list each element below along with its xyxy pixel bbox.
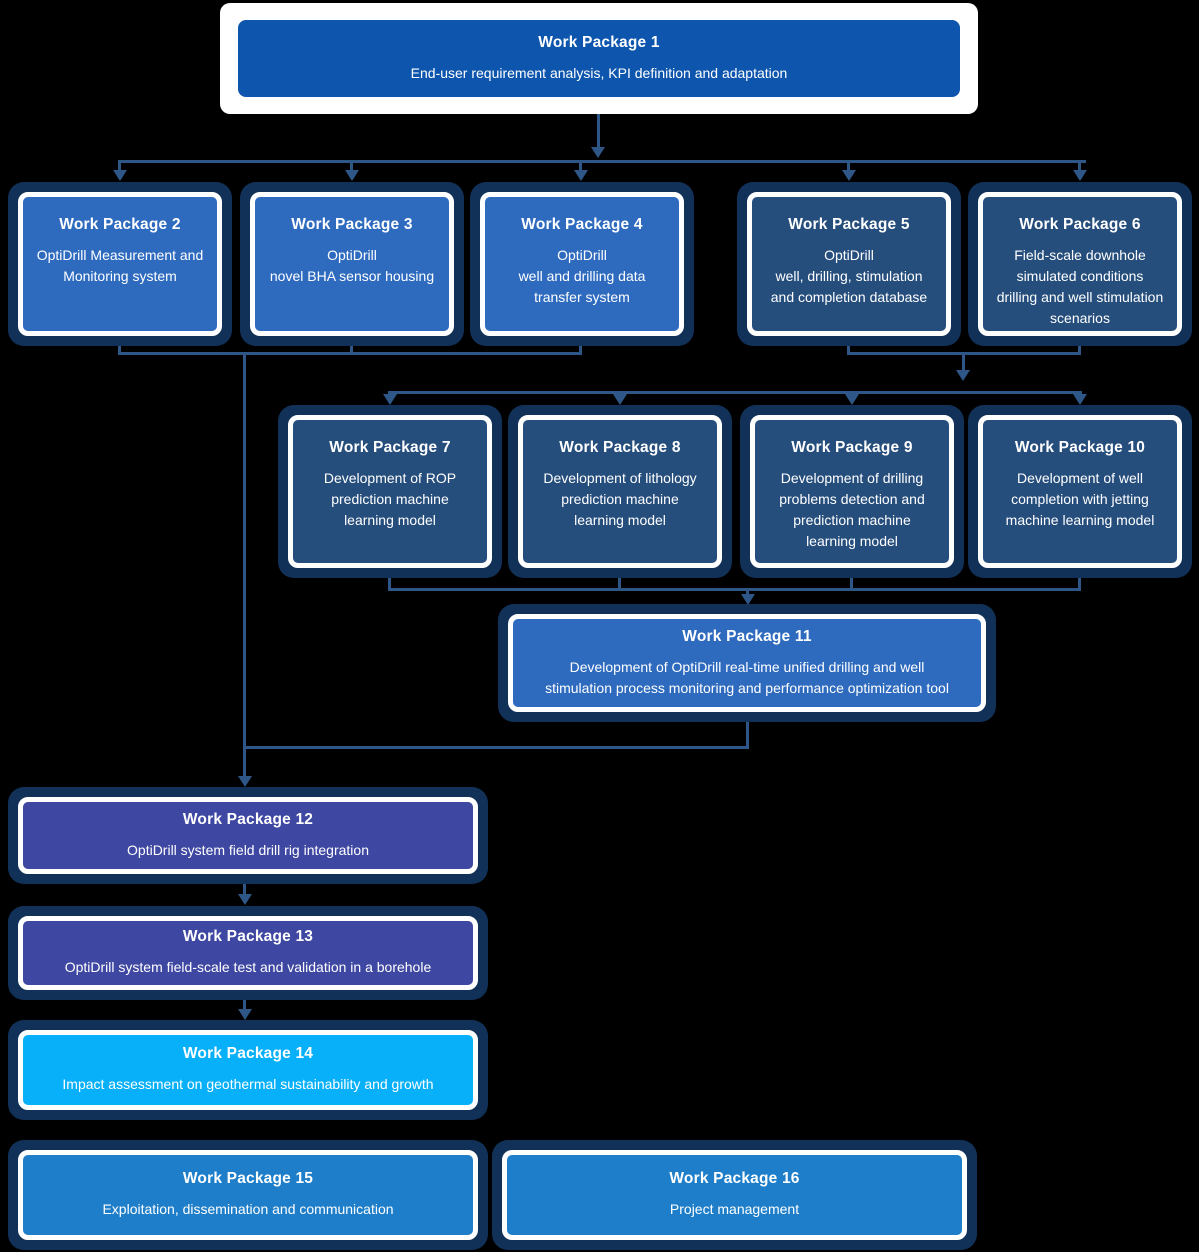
arrow-down-icon [591,147,605,158]
wp7-box: Work Package 7 Development of ROP predic… [278,405,502,578]
connector-wp5-out [847,346,850,355]
wp12-description: OptiDrill system field drill rig integra… [127,841,369,858]
wp1-title: Work Package 1 [538,33,660,51]
connector-wp7-out [388,578,391,590]
wp12-box: Work Package 12 OptiDrill system field d… [8,787,488,884]
wp6-box: Work Package 6 Field-scale downhole simu… [968,182,1192,346]
connector-wp56-down [962,352,965,370]
wp9-box: Work Package 9 Development of drilling p… [740,405,964,578]
wp5-description: OptiDrill well, drilling, stimulation an… [770,247,928,305]
wp13-title: Work Package 13 [182,928,314,945]
connector-into-wp7 [388,391,391,395]
wp10-box: Work Package 10 Development of well comp… [968,405,1192,578]
connector-into-wp11 [746,588,749,596]
connector-wp12-wp13 [243,884,246,895]
wp8-box: Work Package 8 Development of lithology … [508,405,732,578]
wp4-box: Work Package 4 OptiDrill well and drilli… [470,182,694,346]
arrow-down-icon [1073,170,1087,181]
arrow-down-icon [113,170,127,181]
wp11-box: Work Package 11 Development of OptiDrill… [498,604,996,722]
connector-branch-row2 [118,160,1086,163]
wp1-description: End-user requirement analysis, KPI defin… [410,64,788,81]
arrow-down-icon [238,1009,252,1020]
wp5-title: Work Package 5 [788,216,910,233]
wp3-description: OptiDrill novel BHA sensor housing [269,247,435,284]
wp12-title: Work Package 12 [182,810,314,828]
arrow-down-icon [1073,394,1087,405]
connector-into-wp6 [1078,160,1081,170]
arrow-down-icon [238,894,252,905]
wp6-description: Field-scale downhole simulated condition… [996,247,1164,326]
wp14-box: Work Package 14 Impact assessment on geo… [8,1020,488,1120]
wp15-description: Exploitation, dissemination and communic… [102,1201,394,1217]
connector-into-wp8 [618,391,621,395]
connector-wp1-down [597,113,600,147]
arrow-down-icon [845,394,859,405]
arrow-down-icon [741,594,755,605]
wp7-title: Work Package 7 [329,439,451,456]
connector-wp10-out [1078,578,1081,590]
arrow-down-icon [238,776,252,787]
wp2-title: Work Package 2 [59,216,181,233]
wp16-title: Work Package 16 [669,1170,800,1187]
wp3-box: Work Package 3 OptiDrill novel BHA senso… [240,182,464,346]
connector-wp3-out [350,346,353,355]
connector-wp8-out [618,578,621,590]
wp10-title: Work Package 10 [1014,439,1146,456]
wp14-description: Impact assessment on geothermal sustaina… [62,1076,434,1092]
wp7-description: Development of ROP prediction machine le… [323,470,457,528]
wp9-description: Development of drilling problems detecti… [779,470,925,549]
wp15-box: Work Package 15 Exploitation, disseminat… [8,1140,488,1250]
wp1-box: Work Package 1 End-user requirement anal… [220,3,978,114]
connector-wp6-out [1078,346,1081,355]
connector-into-wp5 [847,160,850,170]
wp13-box: Work Package 13 OptiDrill system field-s… [8,906,488,1000]
connector-branch-row3 [388,391,1082,394]
connector-wp13-wp14 [243,1000,246,1010]
wp8-title: Work Package 8 [559,439,681,456]
connector-into-wp2 [118,160,121,170]
connector-wp9-out [850,578,853,590]
wp8-description: Development of lithology prediction mach… [543,470,697,528]
wp16-description: Project management [669,1201,800,1217]
wp14-title: Work Package 14 [182,1045,314,1062]
wp13-description: OptiDrill system field-scale test and va… [64,959,432,975]
arrow-down-icon [842,170,856,181]
connector-wp4-out [579,346,582,355]
arrow-down-icon [574,170,588,181]
wp16-box: Work Package 16 Project management [492,1140,977,1250]
connector-wp11-out [746,722,749,749]
wp11-description: Development of OptiDrill real-time unifi… [545,658,949,696]
wp5-box: Work Package 5 OptiDrill well, drilling,… [737,182,961,346]
connector-into-wp4 [579,160,582,170]
connector-wp2-out [118,346,121,355]
wp6-title: Work Package 6 [1019,216,1141,233]
wp10-description: Development of well completion with jett… [1005,470,1155,528]
arrow-down-icon [383,394,397,405]
arrow-down-icon [956,370,970,381]
arrow-down-icon [613,394,627,405]
connector-into-wp3 [350,160,353,170]
connector-join-wp2-3-4 [118,352,582,355]
wp11-title: Work Package 11 [682,627,812,645]
connector-trunk-to-wp12 [243,352,246,776]
connector-into-wp10 [1078,391,1081,395]
connector-join-wp7-10 [388,588,1081,591]
connector-wp11-to-trunk [243,746,749,749]
wp4-title: Work Package 4 [521,216,643,233]
wp3-title: Work Package 3 [291,216,413,233]
wp15-title: Work Package 15 [182,1170,314,1187]
wp9-title: Work Package 9 [791,439,913,456]
connector-into-wp9 [850,391,853,395]
wp4-description: OptiDrill well and drilling data transfe… [518,247,646,305]
wp2-box: Work Package 2 OptiDrill Measurement and… [8,182,232,346]
arrow-down-icon [345,170,359,181]
wp2-description: OptiDrill Measurement and Monitoring sys… [36,247,204,284]
